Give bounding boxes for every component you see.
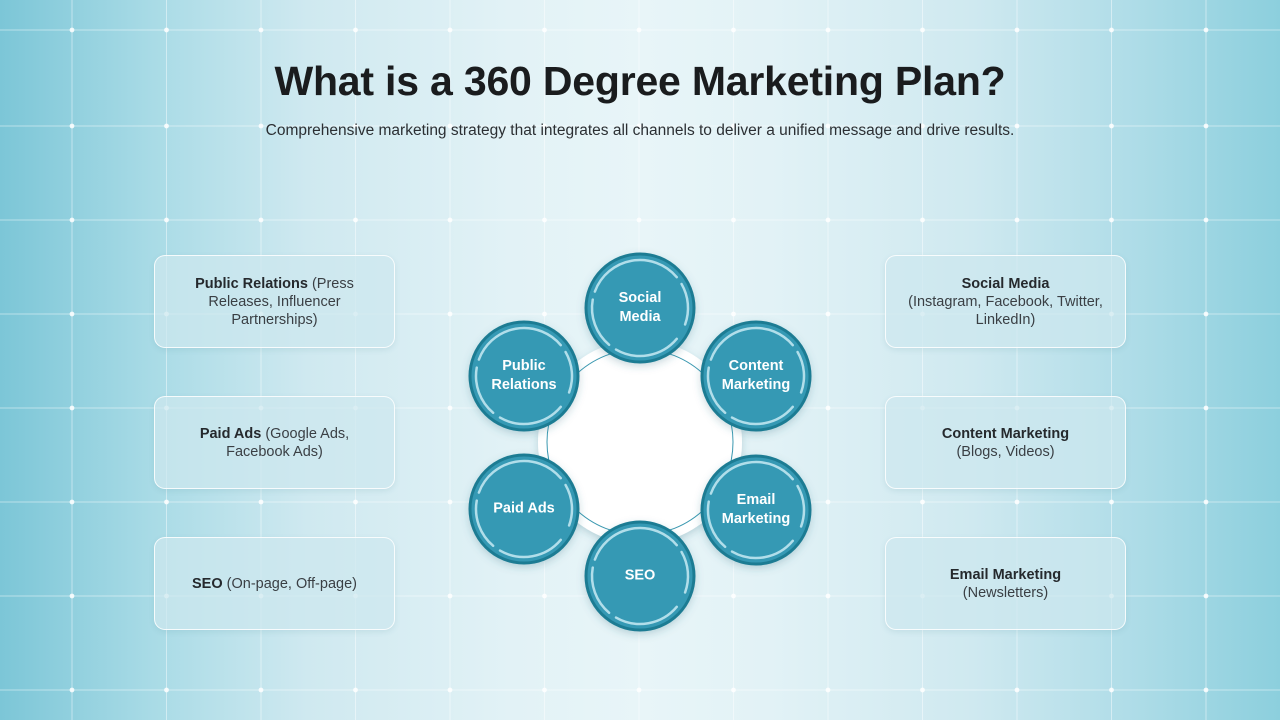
card-title: SEO (192, 575, 223, 592)
card-email-marketing: Email Marketing(Newsletters) (885, 537, 1126, 630)
card-seo: SEO (On-page, Off-page) (154, 537, 395, 630)
node-circle (700, 320, 812, 432)
card-title: Social Media (961, 275, 1050, 292)
node-label-line: Media (619, 309, 661, 325)
node-circle (468, 320, 580, 432)
node-circle (584, 252, 696, 364)
page-title: What is a 360 Degree Marketing Plan? (274, 58, 1006, 104)
card-public-relations: Public Relations (Press Releases, Influe… (154, 255, 395, 348)
card-title: Content Marketing (941, 425, 1070, 442)
card-detail: (Instagram, Facebook, Twitter, LinkedIn) (908, 293, 1103, 328)
node-label-line: Email (736, 492, 776, 508)
node-circle (468, 453, 580, 565)
card-detail: (Google Ads, Facebook Ads) (226, 425, 350, 460)
card-social-media: Social Media(Instagram, Facebook, Twitte… (885, 255, 1126, 348)
node-label-line: Marketing (721, 377, 791, 393)
card-detail: (Newsletters) (962, 584, 1049, 601)
node-circle (700, 454, 812, 566)
node-label-line: Content (728, 358, 784, 374)
card-detail: (On-page, Off-page) (222, 575, 357, 592)
node-label-line: Social (618, 290, 662, 306)
node-label-line: Marketing (721, 511, 791, 527)
page-subtitle: Comprehensive marketing strategy that in… (265, 122, 1015, 139)
card-detail: (Press Releases, Influencer Partnerships… (208, 275, 354, 328)
node-seo: SEO (590, 567, 690, 586)
node-label-line: Public (502, 358, 546, 374)
card-content-marketing: Content Marketing(Blogs, Videos) (885, 396, 1126, 489)
card-paid-ads: Paid Ads (Google Ads, Facebook Ads) (154, 396, 395, 489)
node-paid-ads: Paid Ads (474, 500, 574, 519)
node-circle (584, 520, 696, 632)
card-title: Paid Ads (199, 425, 262, 442)
node-label-line: SEO (624, 567, 656, 584)
card-title: Email Marketing (949, 566, 1062, 583)
node-label-line: Relations (491, 377, 557, 393)
card-title: Public Relations (195, 275, 308, 292)
node-label-line: Paid Ads (493, 500, 555, 517)
card-detail: (Blogs, Videos) (956, 443, 1055, 460)
